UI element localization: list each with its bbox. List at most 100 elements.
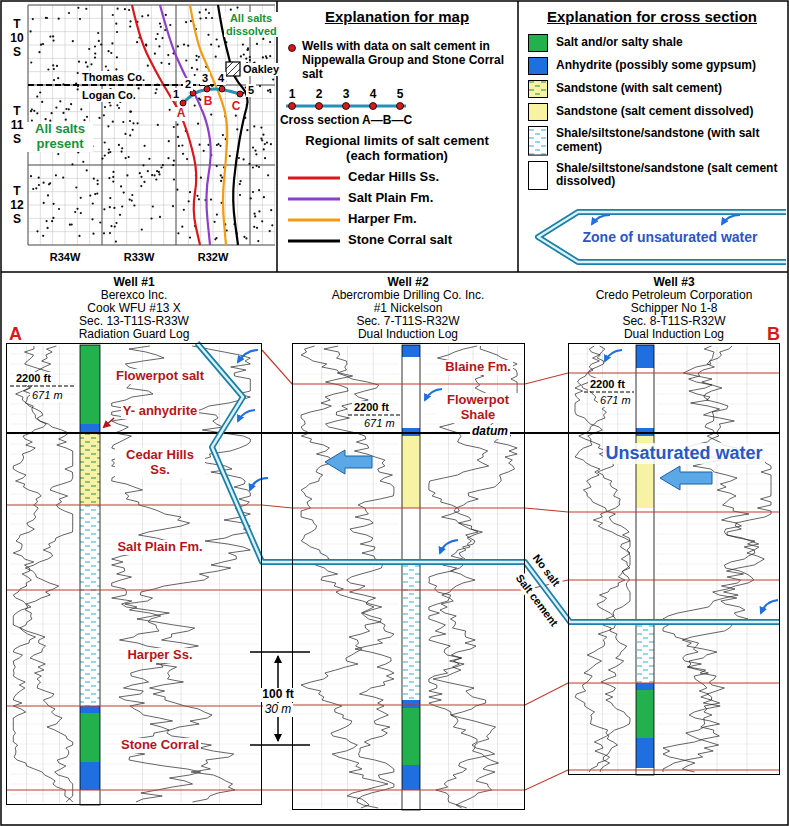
well-dot bbox=[92, 233, 94, 235]
flow-arrows bbox=[238, 215, 778, 613]
well-dot bbox=[128, 9, 130, 11]
map-label: T 12 S bbox=[8, 185, 26, 226]
column-outline bbox=[636, 345, 654, 775]
well-dot bbox=[240, 55, 242, 57]
well-dot bbox=[178, 145, 180, 147]
township-line bbox=[176, 5, 177, 245]
log-grid bbox=[219, 346, 220, 803]
well-dot bbox=[169, 24, 171, 26]
well-dot bbox=[264, 143, 266, 145]
correlation-lines bbox=[6, 683, 780, 706]
well-dot bbox=[71, 163, 73, 165]
legend-text: Cedar Hills Ss. bbox=[348, 170, 439, 185]
legend-text: Cross section A—B—C bbox=[280, 114, 412, 128]
map-label: 5 bbox=[397, 88, 404, 102]
well-dot bbox=[145, 44, 147, 46]
lithology-unit bbox=[80, 762, 100, 790]
well-dot bbox=[270, 143, 272, 145]
well-dot bbox=[53, 203, 55, 205]
well-dot bbox=[186, 158, 188, 160]
well-dot bbox=[247, 49, 249, 51]
well-dot bbox=[249, 59, 251, 61]
well-dot bbox=[85, 61, 87, 63]
legend-swatch bbox=[529, 81, 548, 98]
well-dot bbox=[198, 56, 200, 58]
well-dot bbox=[199, 11, 201, 13]
well-dot bbox=[161, 37, 163, 39]
well-dot bbox=[120, 185, 122, 187]
well-dot bbox=[53, 68, 55, 70]
well-dot bbox=[262, 38, 264, 40]
well-dot bbox=[173, 178, 175, 180]
depth-marks bbox=[584, 392, 634, 393]
map-label: 4 bbox=[370, 88, 377, 102]
well-dot bbox=[238, 157, 240, 159]
map-label: datum bbox=[470, 425, 510, 439]
map-label: Thomas Co. bbox=[80, 71, 147, 84]
legend-text: Salt and/or salty shale bbox=[556, 36, 782, 50]
well-dot bbox=[121, 205, 123, 207]
well-dot bbox=[125, 157, 127, 159]
well-dot bbox=[70, 103, 72, 105]
well-dot bbox=[256, 43, 258, 45]
well-dot bbox=[108, 50, 110, 52]
well-dot bbox=[47, 194, 49, 196]
well-header: Cook WFU #13 X bbox=[87, 302, 180, 316]
well-dot bbox=[79, 18, 81, 20]
well-dot bbox=[112, 121, 114, 123]
panel-frames bbox=[1, 1, 788, 272]
well-dot bbox=[236, 128, 238, 130]
map-label: B bbox=[202, 95, 215, 109]
well-dot bbox=[58, 208, 60, 210]
scale-bar bbox=[250, 652, 310, 745]
well-header: Well #1 bbox=[113, 276, 154, 290]
well-header: Dual Induction Log bbox=[624, 328, 724, 342]
lithology-unit bbox=[636, 345, 654, 368]
well-dot bbox=[216, 165, 218, 167]
well-dot bbox=[38, 184, 40, 186]
lithology-unit bbox=[636, 508, 654, 622]
map-label: 5 bbox=[246, 84, 256, 97]
well-dot bbox=[148, 158, 150, 160]
map-label: C bbox=[230, 100, 243, 114]
map-label: 2 bbox=[316, 88, 323, 102]
oakley-box bbox=[226, 62, 240, 76]
log-curve bbox=[663, 346, 759, 772]
well-dot bbox=[40, 44, 42, 46]
well-dot bbox=[86, 66, 88, 68]
well-dot bbox=[187, 45, 189, 47]
well-dot bbox=[160, 26, 162, 28]
well-dot bbox=[94, 57, 96, 59]
well-dot bbox=[150, 217, 152, 219]
well-dot bbox=[112, 171, 114, 173]
well-dot bbox=[62, 112, 64, 114]
well-dot bbox=[269, 89, 271, 91]
log-curve bbox=[13, 346, 72, 802]
well-dot bbox=[77, 72, 79, 74]
well-dot bbox=[269, 55, 271, 57]
log-grid bbox=[587, 346, 588, 773]
well-dot bbox=[77, 7, 79, 9]
well-dot bbox=[252, 166, 254, 168]
well-dot bbox=[78, 61, 80, 63]
well-dot bbox=[36, 112, 38, 114]
well-log: Well #2Abercrombie Drilling Co. Inc.#1 N… bbox=[292, 343, 525, 810]
well-dot bbox=[254, 150, 256, 152]
section-line bbox=[28, 45, 275, 46]
log-label: 671 m bbox=[598, 394, 633, 407]
map-label: R32W bbox=[198, 251, 229, 264]
map-label: T 10 S bbox=[8, 18, 26, 59]
well-dot bbox=[93, 178, 95, 180]
lithology-unit bbox=[402, 765, 420, 790]
well-dot bbox=[136, 41, 138, 43]
well-dot bbox=[126, 174, 128, 176]
well-dot bbox=[220, 180, 222, 182]
well-dot bbox=[239, 194, 241, 196]
well-log: Well #3Credo Petroleum CorporationSchipp… bbox=[568, 343, 780, 775]
township-line bbox=[28, 165, 275, 166]
well-dot bbox=[129, 20, 131, 22]
well-dot bbox=[76, 208, 78, 210]
well-dot bbox=[181, 226, 183, 228]
well-dot bbox=[123, 192, 125, 194]
lithology-unit bbox=[636, 690, 654, 738]
